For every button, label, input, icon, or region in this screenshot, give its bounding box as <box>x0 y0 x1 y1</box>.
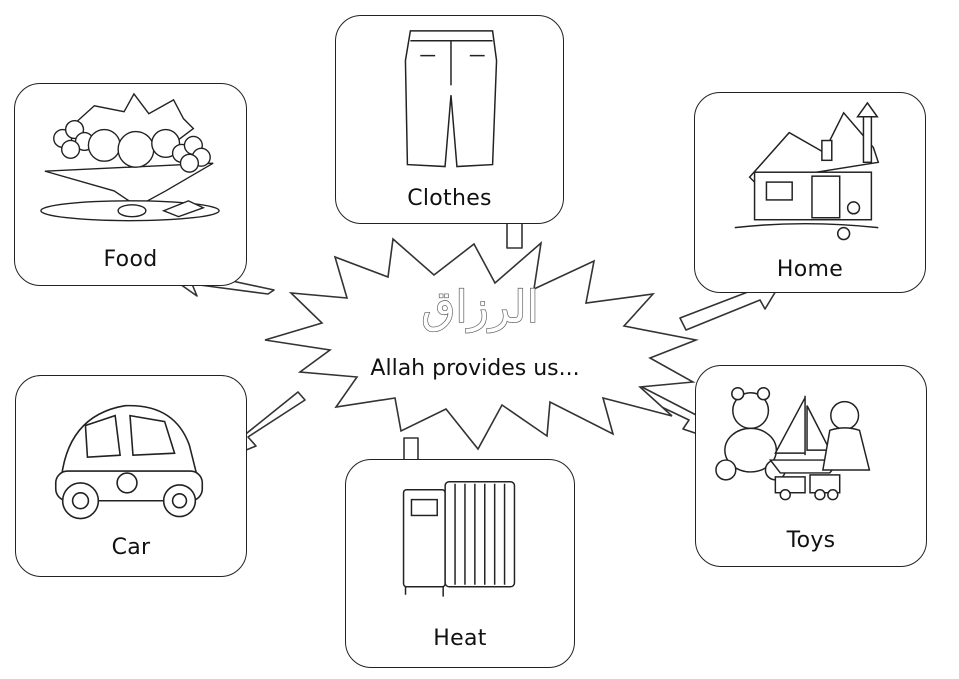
card-clothes: Clothes <box>335 15 564 224</box>
trousers-icon <box>404 30 498 168</box>
center-arabic-title: الرزاق <box>421 281 539 333</box>
label-heat: Heat <box>433 626 487 651</box>
card-heat: Heat <box>345 459 575 668</box>
car-icon <box>54 404 204 520</box>
house-icon <box>734 101 880 241</box>
radiator-heater-icon <box>402 481 516 597</box>
center-starburst <box>264 237 699 451</box>
card-home: Home <box>694 92 926 293</box>
label-home: Home <box>776 257 844 282</box>
toys-icon <box>715 387 871 501</box>
label-toys: Toys <box>786 528 836 553</box>
label-clothes: Clothes <box>407 186 492 211</box>
card-toys: Toys <box>695 365 927 567</box>
fruit-bowl-icon <box>40 92 220 222</box>
center-subtitle: Allah provides us... <box>370 356 580 381</box>
card-car: Car <box>15 375 247 577</box>
label-food: Food <box>103 247 158 272</box>
card-food: Food <box>14 83 247 286</box>
label-car: Car <box>111 535 151 560</box>
